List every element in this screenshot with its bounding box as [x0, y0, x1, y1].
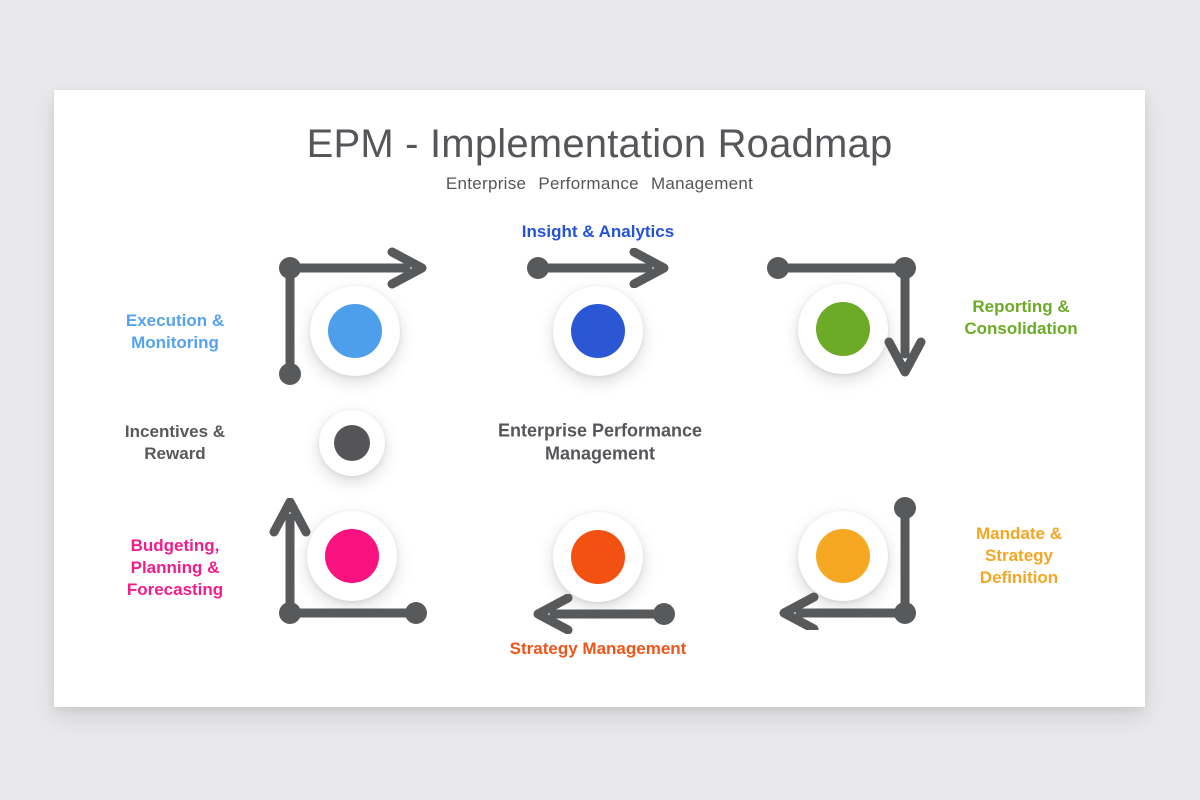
arrow-dot	[527, 257, 549, 279]
execution-monitoring-arrow	[279, 247, 427, 385]
execution-monitoring-circle	[310, 286, 400, 376]
reporting-consolidation-label: Reporting & Consolidation	[964, 296, 1078, 338]
arrow-dot	[894, 257, 916, 279]
strategy-management-circle	[553, 512, 643, 602]
arrow-dot	[405, 602, 427, 624]
mandate-strategy-circle	[798, 511, 888, 601]
budgeting-planning-arrow	[269, 498, 427, 624]
mandate-strategy-dot	[816, 529, 870, 583]
reporting-consolidation-arrow	[767, 257, 926, 377]
strategy-management-dot	[571, 530, 625, 584]
incentives-reward-dot	[334, 425, 370, 461]
insight-analytics-label: Insight & Analytics	[521, 221, 675, 241]
arrow-dot	[279, 602, 301, 624]
execution-monitoring-label: Execution & Monitoring	[125, 310, 225, 352]
budgeting-planning-dot	[325, 529, 379, 583]
mandate-strategy-label: Mandate & Strategy Definition	[976, 523, 1062, 588]
arrowhead-right-icon	[629, 248, 669, 288]
slide-card: EPM - Implementation Roadmap Enterprise …	[54, 90, 1145, 707]
page-title: EPM - Implementation Roadmap	[306, 122, 893, 166]
execution-monitoring-dot	[328, 304, 382, 358]
arrow-dot	[767, 257, 789, 279]
reporting-consolidation-circle	[798, 284, 888, 374]
mandate-strategy-arrow	[779, 497, 916, 630]
arrowhead-right-icon	[387, 247, 427, 289]
strategy-management-arrow	[533, 594, 675, 634]
arrow-dot	[279, 363, 301, 385]
incentives-reward-label: Incentives & Reward	[124, 421, 226, 463]
insight-analytics-dot	[571, 304, 625, 358]
arrow-dot	[894, 497, 916, 519]
budgeting-planning-circle	[307, 511, 397, 601]
incentives-reward-circle	[319, 410, 385, 476]
arrowhead-left-icon	[779, 592, 819, 630]
reporting-consolidation-dot	[816, 302, 870, 356]
arrow-dot	[279, 257, 301, 279]
insight-analytics-arrow	[527, 248, 669, 288]
arrow-dot	[653, 603, 675, 625]
budgeting-planning-label: Budgeting, Planning & Forecasting	[126, 535, 224, 600]
arrow-dot	[894, 602, 916, 624]
epm-center-label: Enterprise Performance Management	[497, 420, 703, 464]
page-subtitle: Enterprise Performance Management	[445, 174, 754, 193]
strategy-management-label: Strategy Management	[509, 638, 687, 658]
insight-analytics-circle	[553, 286, 643, 376]
arrowhead-down-icon	[884, 337, 926, 377]
arrowhead-up-icon	[269, 498, 311, 537]
arrowhead-left-icon	[533, 594, 573, 634]
